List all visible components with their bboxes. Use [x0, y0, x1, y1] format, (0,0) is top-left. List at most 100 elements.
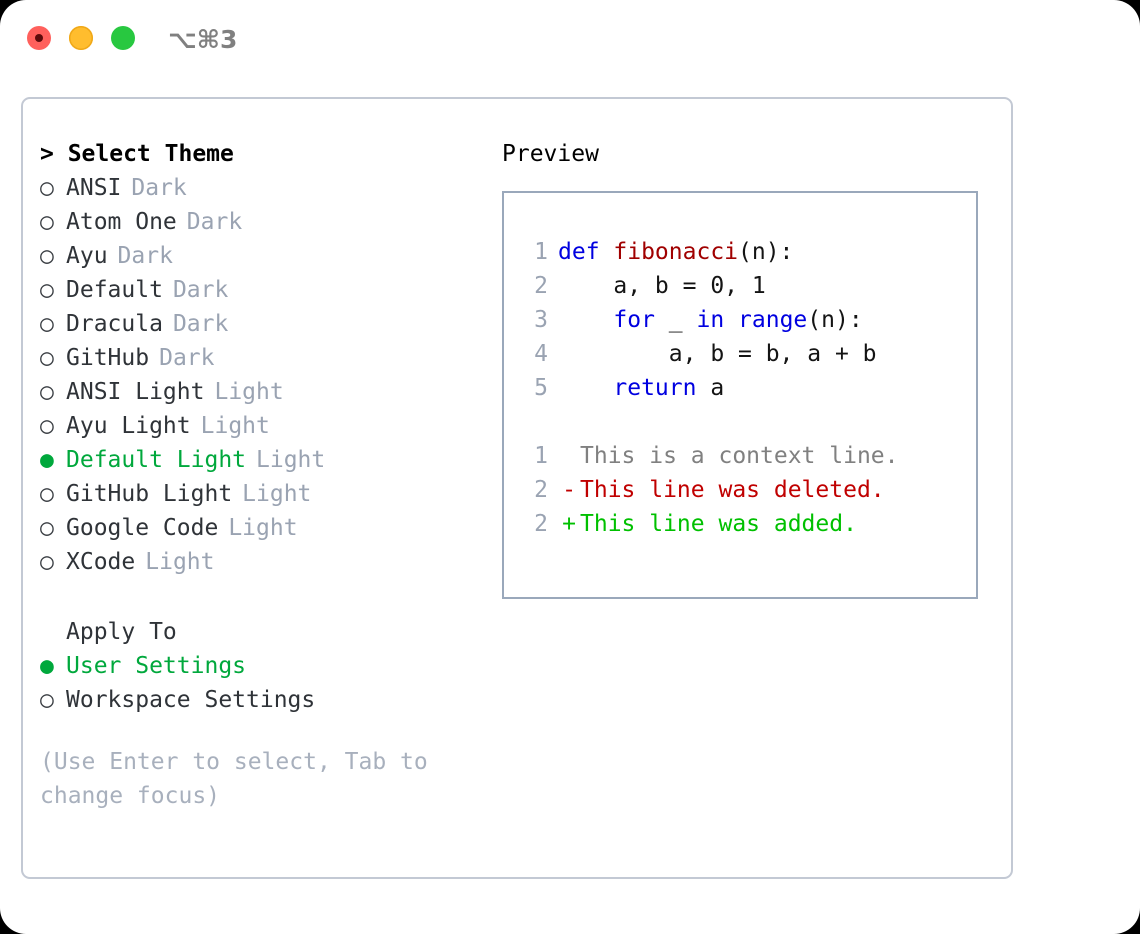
- theme-tag: Light: [214, 379, 284, 405]
- radio-icon[interactable]: ○: [40, 311, 54, 337]
- theme-tag: Light: [200, 413, 270, 439]
- line-number: 5: [534, 375, 548, 401]
- code-token: a, b = 0, 1: [558, 273, 766, 299]
- theme-tag: Dark: [186, 209, 243, 235]
- theme-name: Default: [66, 277, 163, 303]
- apply-to-item-user-settings[interactable]: ● User Settings: [40, 649, 490, 683]
- radio-icon-selected[interactable]: ●: [40, 653, 54, 679]
- code-token: in: [696, 307, 739, 333]
- radio-icon[interactable]: ○: [40, 481, 54, 507]
- radio-icon[interactable]: ○: [40, 277, 54, 303]
- preview-title: Preview: [502, 141, 599, 167]
- theme-tag: Dark: [117, 243, 173, 269]
- radio-icon[interactable]: ○: [40, 687, 54, 713]
- theme-tag: Light: [256, 447, 326, 473]
- diff-marker: -: [562, 477, 576, 503]
- diff-line-context: 1 This is a context line.: [504, 439, 976, 473]
- theme-name: GitHub Light: [66, 481, 233, 507]
- diff-line-added: 2+This line was added.: [504, 507, 976, 541]
- radio-icon-selected[interactable]: ●: [40, 447, 54, 473]
- theme-list-item[interactable]: ○ Atom One Dark: [40, 205, 490, 239]
- theme-list-item-selected[interactable]: ● Default Light Light: [40, 443, 490, 477]
- theme-list-item[interactable]: ○ XCode Light: [40, 545, 490, 579]
- code-token: for: [613, 307, 669, 333]
- theme-tag: Light: [242, 481, 312, 507]
- code-token: (n):: [738, 239, 794, 265]
- theme-list-item[interactable]: ○ ANSI Light Light: [40, 375, 490, 409]
- minimize-button-icon[interactable]: [69, 26, 93, 50]
- line-number: 1: [534, 443, 548, 469]
- theme-list-item[interactable]: ○ Ayu Dark: [40, 239, 490, 273]
- radio-icon[interactable]: ○: [40, 345, 54, 371]
- radio-icon[interactable]: ○: [40, 549, 54, 575]
- theme-tag: Dark: [131, 175, 187, 201]
- line-number: 3: [534, 307, 548, 333]
- line-number: 4: [534, 341, 548, 367]
- code-token: a, b = b, a + b: [558, 341, 877, 367]
- theme-name: ANSI Light: [66, 379, 205, 405]
- theme-list-item[interactable]: ○ Ayu Light Light: [40, 409, 490, 443]
- code-token: fibonacci: [613, 239, 739, 265]
- theme-list-item[interactable]: ○ ANSI Dark: [40, 171, 490, 205]
- code-line: 5 return a: [504, 371, 976, 405]
- line-number: 2: [534, 511, 548, 537]
- theme-name: Ayu Light: [66, 413, 191, 439]
- theme-name: ANSI: [66, 175, 122, 201]
- radio-icon[interactable]: ○: [40, 243, 54, 269]
- theme-list-item[interactable]: ○ Default Dark: [40, 273, 490, 307]
- code-token: def: [558, 239, 614, 265]
- close-button-icon[interactable]: [27, 26, 51, 50]
- theme-name: Default Light: [66, 447, 247, 473]
- preview-panel: 1 def fibonacci(n): 2 a, b = 0, 1 3 for _…: [502, 191, 978, 599]
- diff-marker: [558, 439, 580, 473]
- theme-list-item[interactable]: ○ GitHub Light Light: [40, 477, 490, 511]
- code-line: 3 for _ in range(n):: [504, 303, 976, 337]
- radio-icon[interactable]: ○: [40, 413, 54, 439]
- code-line: 4 a, b = b, a + b: [504, 337, 976, 371]
- theme-tag: Dark: [159, 345, 215, 371]
- radio-icon[interactable]: ○: [40, 379, 54, 405]
- apply-to-header: ○Apply To: [40, 615, 490, 649]
- code-token: a: [710, 375, 725, 401]
- traffic-light-buttons: [27, 26, 135, 50]
- code-token: _: [668, 307, 697, 333]
- theme-name: Ayu: [66, 243, 108, 269]
- apply-to-label: Apply To: [66, 619, 177, 645]
- theme-name: Dracula: [66, 311, 163, 337]
- theme-name: XCode: [66, 549, 136, 575]
- diff-text: This line was added.: [580, 511, 857, 537]
- radio-icon[interactable]: ○: [40, 515, 54, 541]
- diff-text: This is a context line.: [580, 443, 899, 469]
- keyboard-shortcut-label: ⌥⌘3: [168, 25, 238, 54]
- apply-to-item-workspace-settings[interactable]: ○ Workspace Settings: [40, 683, 490, 717]
- line-number: 1: [534, 239, 548, 265]
- theme-name: Google Code: [66, 515, 219, 541]
- apply-to-option-label: User Settings: [66, 653, 247, 679]
- line-number: 2: [534, 273, 548, 299]
- theme-tag: Light: [145, 549, 215, 575]
- radio-icon[interactable]: ○: [40, 209, 54, 235]
- code-line: 2 a, b = 0, 1: [504, 269, 976, 303]
- theme-tag: Dark: [172, 277, 229, 303]
- diff-line-deleted: 2-This line was deleted.: [504, 473, 976, 507]
- title-bar: ⌥⌘3: [0, 0, 1140, 80]
- diff-spacer: [504, 405, 976, 439]
- keyboard-hint-text: (Use Enter to select, Tab to change focu…: [40, 749, 428, 809]
- code-line: 1 def fibonacci(n):: [504, 235, 976, 269]
- code-token: [558, 307, 613, 333]
- code-token: [558, 375, 613, 401]
- apply-to-option-label: Workspace Settings: [66, 687, 316, 713]
- theme-list-item[interactable]: ○ GitHub Dark: [40, 341, 490, 375]
- maximize-button-icon[interactable]: [111, 26, 135, 50]
- radio-icon[interactable]: ○: [40, 175, 54, 201]
- code-token: return: [613, 375, 711, 401]
- spacer-icon: ○: [40, 615, 66, 649]
- theme-name: Atom One: [66, 209, 177, 235]
- theme-name: GitHub: [66, 345, 150, 371]
- line-number: 2: [534, 477, 548, 503]
